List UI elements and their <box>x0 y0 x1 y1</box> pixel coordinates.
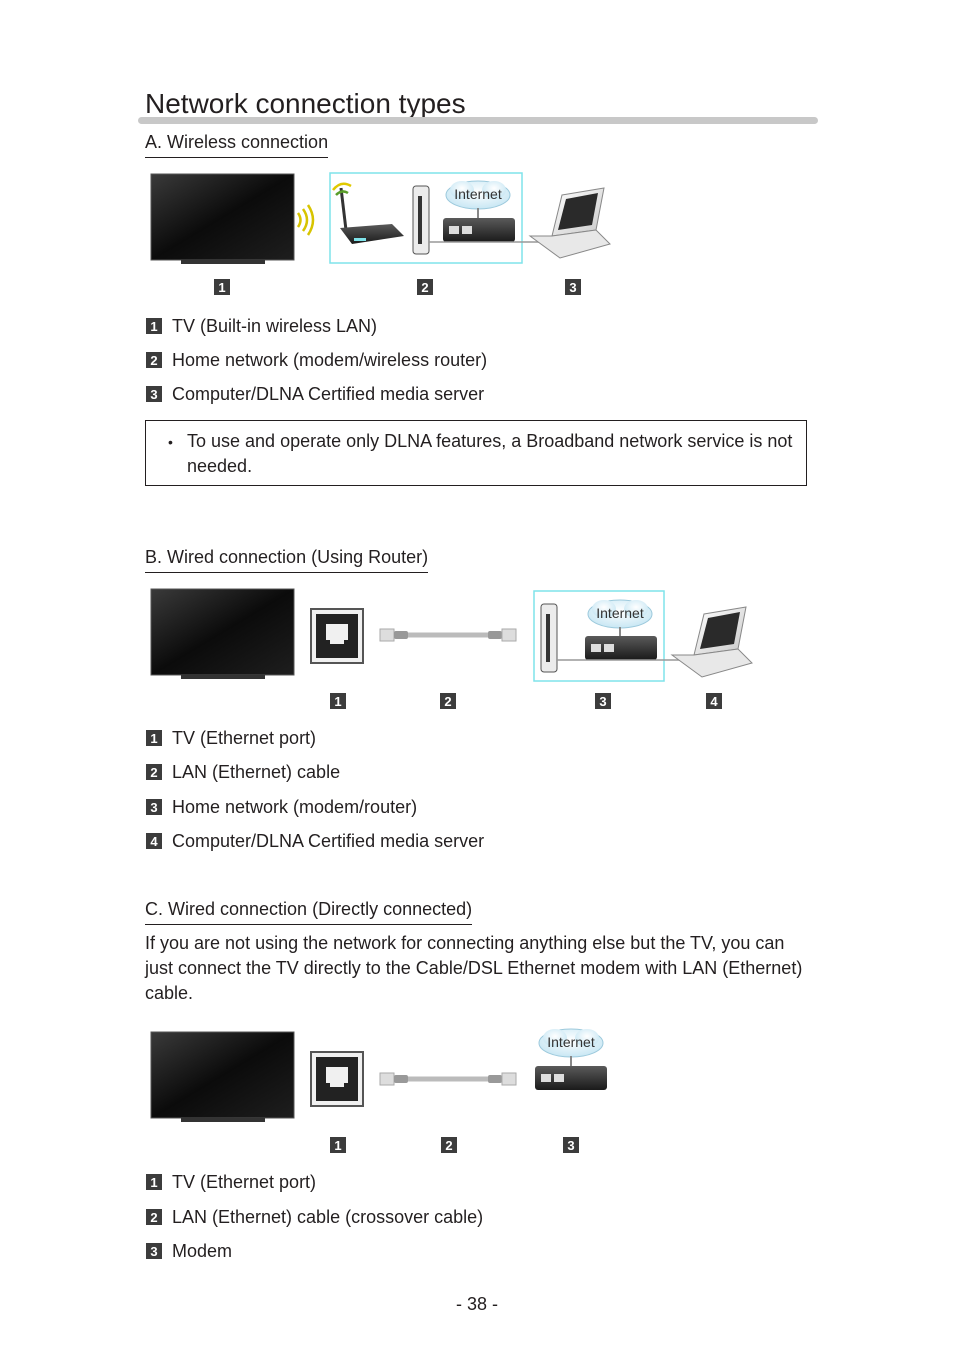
modem-box-icon <box>535 1066 607 1090</box>
section-c-heading: C. Wired connection (Directly connected) <box>145 899 472 925</box>
legend-badge: 3 <box>146 799 162 815</box>
legend-label: LAN (Ethernet) cable <box>172 762 340 783</box>
tv-icon <box>151 1032 294 1122</box>
legend-item: 2 LAN (Ethernet) cable (crossover cable) <box>146 1206 483 1228</box>
svg-text:Internet: Internet <box>454 186 502 202</box>
highlight-frame <box>534 591 664 681</box>
svg-text:Internet: Internet <box>547 1034 595 1050</box>
highlight-frame <box>330 173 522 263</box>
legend-item: 2 LAN (Ethernet) cable <box>146 761 340 783</box>
figure-badge-3: 3 <box>565 279 581 295</box>
legend-badge: 3 <box>146 386 162 402</box>
legend-badge: 2 <box>146 764 162 780</box>
wireless-router-icon <box>333 184 404 244</box>
modem-icon <box>413 186 429 254</box>
wireless-signal-icon <box>298 205 313 235</box>
legend-item: 3 Modem <box>146 1240 232 1262</box>
legend-item: 3 Computer/DLNA Certified media server <box>146 383 484 405</box>
figure-badge-2: 2 <box>440 693 456 709</box>
figure-badge-4: 4 <box>706 693 722 709</box>
figure-badge-1: 1 <box>330 693 346 709</box>
ethernet-port-icon <box>311 1052 363 1106</box>
svg-text:Internet: Internet <box>596 605 644 621</box>
legend-item: 3 Home network (modem/router) <box>146 796 417 818</box>
figure-badge-2: 2 <box>417 279 433 295</box>
legend-badge: 1 <box>146 730 162 746</box>
legend-label: Home network (modem/wireless router) <box>172 350 487 371</box>
legend-label: TV (Built-in wireless LAN) <box>172 316 377 337</box>
figure-badge-3: 3 <box>563 1137 579 1153</box>
modem-icon <box>541 604 557 672</box>
legend-badge: 2 <box>146 352 162 368</box>
page-number: - 38 - <box>0 1294 954 1315</box>
tv-icon <box>151 589 294 679</box>
legend-label: Modem <box>172 1241 232 1262</box>
section-b-heading: B. Wired connection (Using Router) <box>145 547 428 573</box>
note-bullet: • <box>168 430 173 455</box>
page-title: Network connection types <box>145 88 466 120</box>
title-rule <box>138 117 818 124</box>
laptop-icon <box>672 607 752 677</box>
section-c-paragraph: If you are not using the network for con… <box>145 931 805 1006</box>
lan-cable-icon <box>380 629 516 641</box>
legend-badge: 1 <box>146 318 162 334</box>
legend-label: TV (Ethernet port) <box>172 1172 316 1193</box>
legend-item: 1 TV (Built-in wireless LAN) <box>146 315 377 337</box>
figure-badge-1: 1 <box>214 279 230 295</box>
legend-label: Computer/DLNA Certified media server <box>172 831 484 852</box>
legend-label: Computer/DLNA Certified media server <box>172 384 484 405</box>
legend-item: 1 TV (Ethernet port) <box>146 727 316 749</box>
figure-badge-2: 2 <box>441 1137 457 1153</box>
internet-cloud-icon: Internet <box>588 600 652 636</box>
router-box-icon <box>557 636 690 660</box>
note-text: To use and operate only DLNA features, a… <box>187 429 797 479</box>
figure-badge-3: 3 <box>595 693 611 709</box>
legend-label: LAN (Ethernet) cable (crossover cable) <box>172 1207 483 1228</box>
internet-cloud-icon: Internet <box>446 181 510 218</box>
ethernet-port-icon <box>311 609 363 663</box>
legend-badge: 2 <box>146 1209 162 1225</box>
laptop-icon <box>530 188 610 258</box>
legend-badge: 4 <box>146 833 162 849</box>
note-box: • To use and operate only DLNA features,… <box>145 420 807 486</box>
section-a-heading: A. Wireless connection <box>145 132 328 158</box>
legend-item: 1 TV (Ethernet port) <box>146 1171 316 1193</box>
tv-icon <box>151 174 294 264</box>
legend-badge: 1 <box>146 1174 162 1190</box>
legend-label: Home network (modem/router) <box>172 797 417 818</box>
lan-cable-icon <box>380 1073 516 1085</box>
legend-item: 4 Computer/DLNA Certified media server <box>146 830 484 852</box>
router-box-icon <box>429 218 548 242</box>
legend-item: 2 Home network (modem/wireless router) <box>146 349 487 371</box>
legend-badge: 3 <box>146 1243 162 1259</box>
internet-cloud-icon: Internet <box>539 1029 603 1066</box>
legend-label: TV (Ethernet port) <box>172 728 316 749</box>
figure-badge-1: 1 <box>330 1137 346 1153</box>
